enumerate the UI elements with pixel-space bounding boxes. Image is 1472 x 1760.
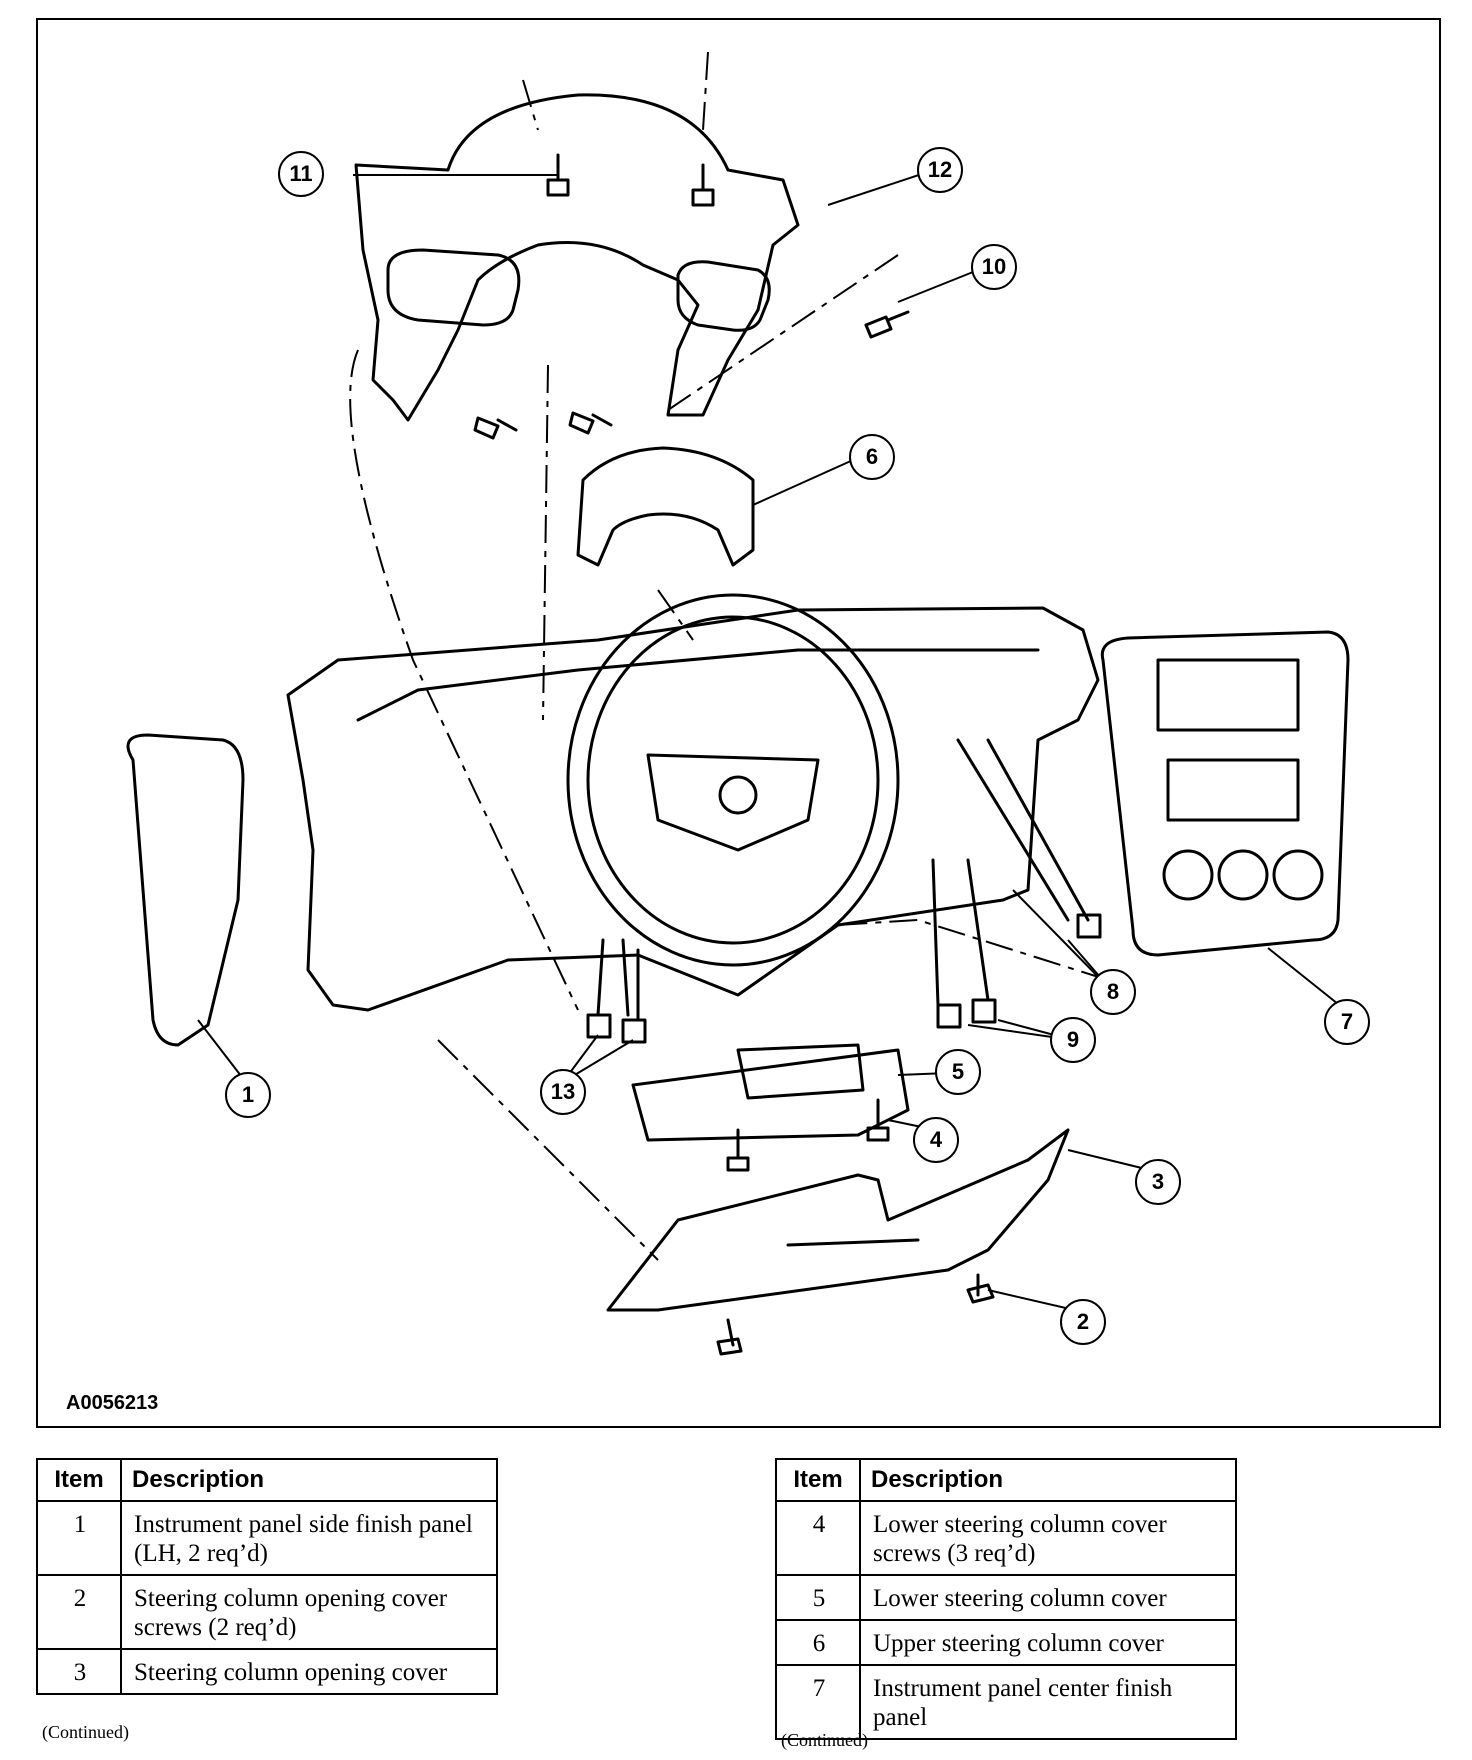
header-item: Item [36,1458,122,1502]
callout-10: 10 [971,244,1017,290]
item-description: Instrument panel center finish panel [859,1664,1237,1740]
callout-7: 7 [1324,999,1370,1045]
callout-6: 6 [849,434,895,480]
dashboard-exploded-illustration [126,51,1350,1356]
continued-note-right: (Continued) [781,1730,868,1750]
continued-note-left: (Continued) [42,1722,129,1742]
table-row: 5 Lower steering column cover [775,1574,1237,1621]
item-description: Lower steering column cover screws (3 re… [859,1500,1237,1576]
table-row: 4 Lower steering column cover screws (3 … [775,1500,1237,1576]
callout-11: 11 [278,151,324,197]
item-description: Lower steering column cover [859,1574,1237,1621]
callout-4: 4 [913,1117,959,1163]
callout-13: 13 [540,1069,586,1115]
item-number: 6 [775,1619,861,1666]
callout-2: 2 [1060,1299,1106,1345]
item-description: Upper steering column cover [859,1619,1237,1666]
steering-wheel [566,593,900,967]
item-description: Instrument panel side finish panel (LH, … [120,1500,498,1576]
lower-column-cover [631,1048,910,1142]
item-description: Steering column opening cover [120,1648,498,1695]
item-number: 7 [775,1664,861,1740]
header-description: Description [859,1458,1237,1502]
column-opening-cover [606,1128,1070,1312]
table-header: Item Description [775,1458,1237,1502]
item-table-left: Item Description 1 Instrument panel side… [36,1458,498,1695]
header-description: Description [120,1458,498,1502]
table-row: 3 Steering column opening cover [36,1648,498,1695]
table-row: 1 Instrument panel side finish panel (LH… [36,1500,498,1576]
table-row: 7 Instrument panel center finish panel [775,1664,1237,1740]
figure-id: A0056213 [66,1392,159,1414]
table-row: 2 Steering column opening cover screws (… [36,1574,498,1650]
callout-9: 9 [1050,1017,1096,1063]
table-row: 6 Upper steering column cover [775,1619,1237,1666]
callout-12: 12 [917,147,963,193]
cluster-finish-panel [354,93,800,422]
callout-8: 8 [1090,969,1136,1015]
callout-1: 1 [225,1072,271,1118]
exploded-view-figure: 11 12 10 6 7 8 9 5 4 3 2 1 13 A0056213 [36,18,1441,1428]
header-item: Item [775,1458,861,1502]
side-finish-panel [126,733,245,1047]
callout-3: 3 [1135,1159,1181,1205]
callout-5: 5 [935,1049,981,1095]
item-description: Steering column opening cover screws (2 … [120,1574,498,1650]
item-number: 1 [36,1500,122,1576]
center-finish-panel [1100,630,1350,957]
table-header: Item Description [36,1458,498,1502]
item-number: 3 [36,1648,122,1695]
item-number: 5 [775,1574,861,1621]
item-number: 2 [36,1574,122,1650]
instrument-panel-body [286,606,1100,1012]
item-number: 4 [775,1500,861,1576]
item-table-right: Item Description 4 Lower steering column… [775,1458,1237,1740]
upper-column-cover [576,446,755,567]
